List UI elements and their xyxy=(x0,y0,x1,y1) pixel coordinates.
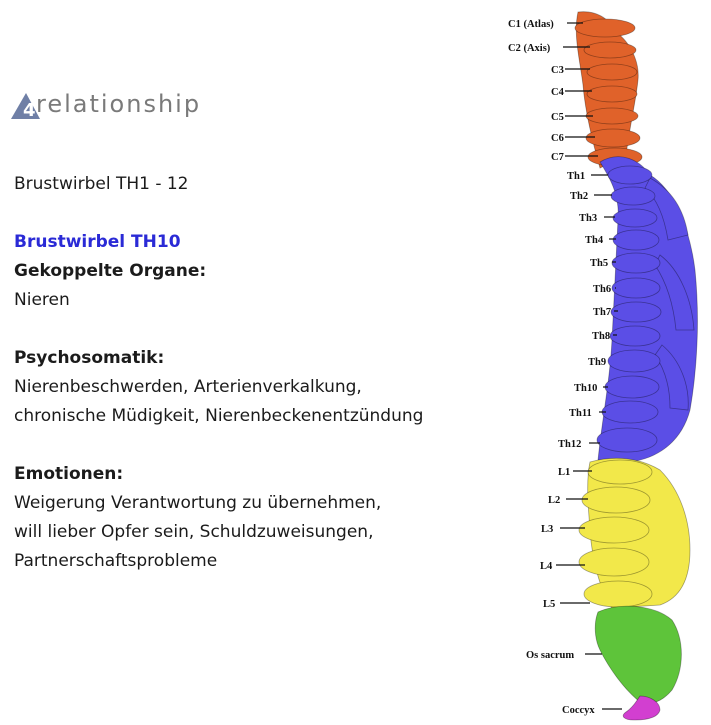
label-th12: Th12 xyxy=(558,439,581,450)
label-c1: C1 (Atlas) xyxy=(508,19,554,30)
label-l3: L3 xyxy=(541,524,553,535)
organs-label: Gekoppelte Organe: xyxy=(14,261,207,281)
cervical-spine xyxy=(574,11,643,169)
label-c2: C2 (Axis) xyxy=(508,43,551,54)
label-th7: Th7 xyxy=(593,307,611,318)
emotionen-line: Weigerung Verantwortung zu übernehmen, xyxy=(14,493,382,513)
label-coccyx: Coccyx xyxy=(562,705,595,716)
label-l5: L5 xyxy=(543,599,555,610)
label-l2: L2 xyxy=(548,495,560,506)
label-sacrum: Os sacrum xyxy=(526,650,574,661)
sacrum xyxy=(594,605,682,704)
label-th5: Th5 xyxy=(590,258,608,269)
label-th8: Th8 xyxy=(592,331,610,342)
organs-value: Nieren xyxy=(14,290,70,310)
emotionen-line: will lieber Opfer sein, Schuldzuweisunge… xyxy=(14,522,374,542)
svg-text:4: 4 xyxy=(23,100,36,121)
emotionen-label: Emotionen: xyxy=(14,464,124,484)
label-c3: C3 xyxy=(551,65,564,76)
label-th6: Th6 xyxy=(593,284,611,295)
vertebra-heading: Brustwirbel TH10 xyxy=(14,232,181,252)
label-l1: L1 xyxy=(558,467,570,478)
thoracic-spine xyxy=(596,156,698,463)
brand-logo: 4 relationship xyxy=(8,89,248,123)
coccyx xyxy=(622,695,661,721)
label-th2: Th2 xyxy=(570,191,588,202)
label-th10: Th10 xyxy=(574,383,597,394)
psychosomatik-line: Nierenbeschwerden, Arterienverkalkung, xyxy=(14,377,362,397)
label-th11: Th11 xyxy=(569,408,592,419)
psychosomatik-line: chronische Müdigkeit, Nierenbeckenentzün… xyxy=(14,406,424,426)
section-title: Brustwirbel TH1 - 12 xyxy=(14,174,189,194)
label-l4: L4 xyxy=(540,561,553,572)
psychosomatik-label: Psychosomatik: xyxy=(14,348,165,368)
label-c6: C6 xyxy=(551,133,564,144)
label-c5: C5 xyxy=(551,112,564,123)
lumbar-spine xyxy=(578,457,691,609)
label-c4: C4 xyxy=(551,87,565,98)
label-th9: Th9 xyxy=(588,357,606,368)
logo-text: relationship xyxy=(36,90,202,118)
label-th3: Th3 xyxy=(579,213,597,224)
emotionen-line: Partnerschaftsprobleme xyxy=(14,551,218,571)
label-th4: Th4 xyxy=(585,235,604,246)
label-th1: Th1 xyxy=(567,171,585,182)
label-c7: C7 xyxy=(551,152,564,163)
logo-badge-icon: 4 xyxy=(11,93,40,121)
